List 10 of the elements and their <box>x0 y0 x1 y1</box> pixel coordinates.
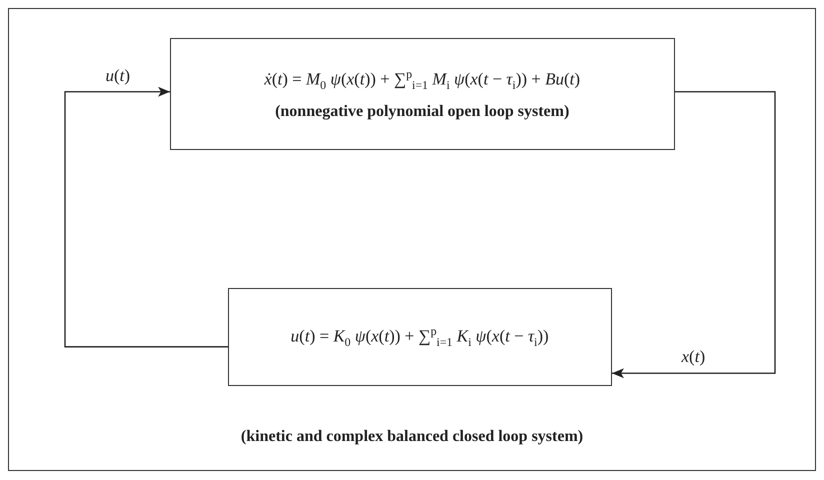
node-label: (kinetic and complex balanced closed loop system) <box>240 428 584 445</box>
block-box <box>228 288 612 386</box>
equation: ẋ(t) = M$_{0}$ ψ(x(t)) + ∑$^{p}$$_{i=1}$ M$_{i}$ ψ(x(t − τ$_{i}$)) + Bu(t) <box>264 66 580 93</box>
equation: u(t) = K$_{0}$ ψ(x(t)) + ∑$^{p}$$_{i=1}$ K$_{i}$ ψ(x(t − τ$_{i}$)) <box>290 324 549 350</box>
block-box <box>170 38 675 150</box>
system-frame <box>8 8 816 471</box>
arrow <box>64 86 228 348</box>
signal-label: x(t) <box>680 347 708 368</box>
block-caption: (nonnegative polynomial open loop system) <box>275 102 570 121</box>
arrow <box>612 91 776 378</box>
